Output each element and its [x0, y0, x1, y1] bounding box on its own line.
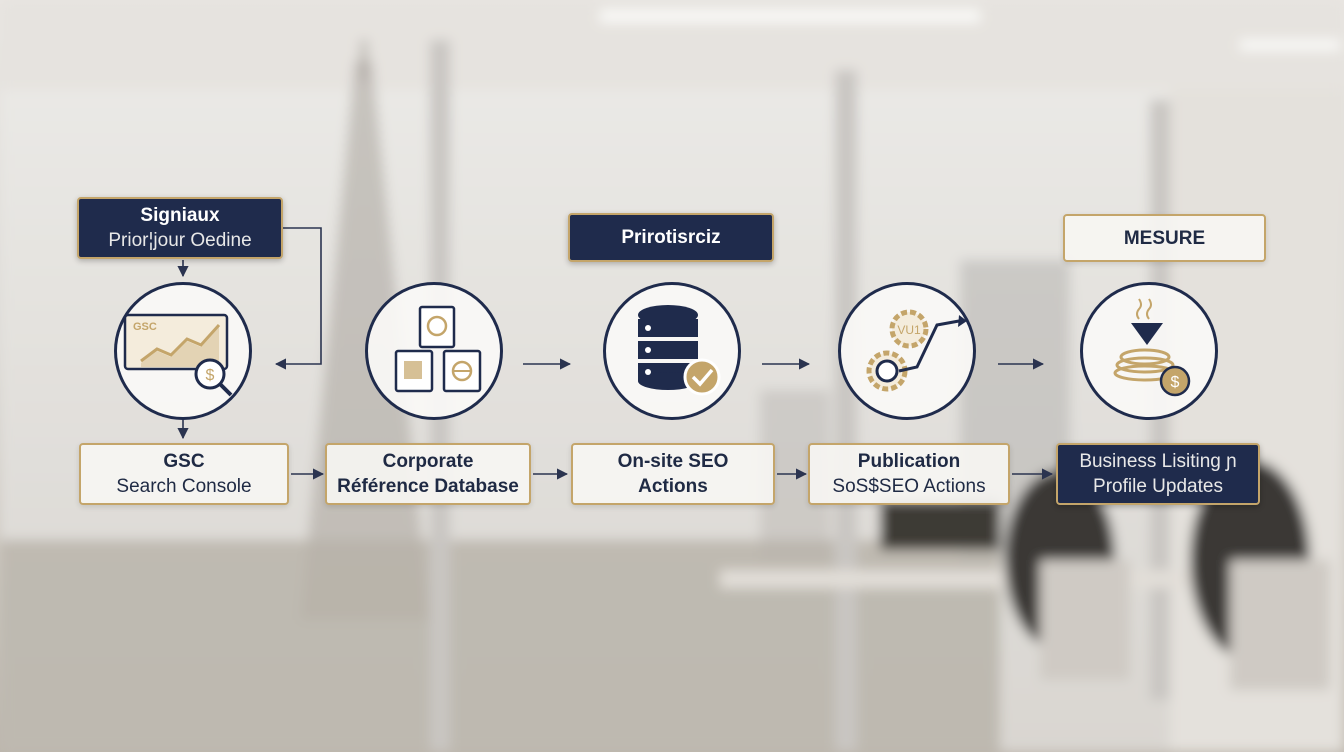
step-1-circle: GSC $: [114, 282, 252, 420]
database-check-icon: [638, 305, 721, 396]
signaux-subtitle: Prior¦jour Oedine: [108, 230, 252, 251]
signaux-title: Signiaux: [140, 205, 220, 226]
step-2-subtitle: Référence Database: [337, 476, 519, 497]
step-corporate-box: Corporate Référence Database: [325, 443, 531, 505]
step-3-title: On-site SEO: [617, 451, 729, 472]
step-publication-box: Publication SoS$SEO Actions: [808, 443, 1010, 505]
step-5-subtitle: Profile Updates: [1093, 476, 1223, 497]
svg-text:$: $: [206, 367, 215, 384]
document-stack-icon: [394, 305, 482, 393]
step-3-subtitle: Actions: [638, 476, 708, 497]
step-2-circle: [365, 282, 503, 420]
step-gsc-box: GSC Search Console: [79, 443, 289, 505]
step-1-title: GSC: [163, 451, 205, 472]
signaux-label: Signiaux Prior¦jour Oedine: [77, 197, 283, 259]
svg-text:VU1: VU1: [897, 323, 921, 337]
mesure-title: MESURE: [1123, 227, 1206, 249]
step-4-circle: VU1: [838, 282, 976, 420]
priorisation-label: Prirotisrciz: [568, 213, 774, 262]
priorisation-title: Prirotisrciz: [621, 227, 721, 248]
step-3-circle: [603, 282, 741, 420]
measure-coins-icon: $: [1113, 298, 1191, 397]
step-4-subtitle: SoS$SEO Actions: [832, 476, 986, 497]
svg-text:GSC: GSC: [133, 321, 157, 333]
mesure-label: MESURE: [1063, 214, 1266, 262]
step-1-subtitle: Search Console: [116, 476, 252, 497]
gsc-chart-icon: GSC $: [123, 313, 233, 397]
step-business-box: Business Lisiting ɲ Profile Updates: [1056, 443, 1260, 505]
step-2-title: Corporate: [382, 451, 474, 472]
svg-text:$: $: [1171, 374, 1180, 391]
step-5-title: Business Lisiting ɲ: [1079, 451, 1237, 472]
gears-trend-icon: VU1: [866, 309, 967, 392]
step-onsite-box: On-site SEO Actions: [571, 443, 775, 505]
step-4-title: Publication: [857, 451, 961, 472]
step-5-circle: $: [1080, 282, 1218, 420]
